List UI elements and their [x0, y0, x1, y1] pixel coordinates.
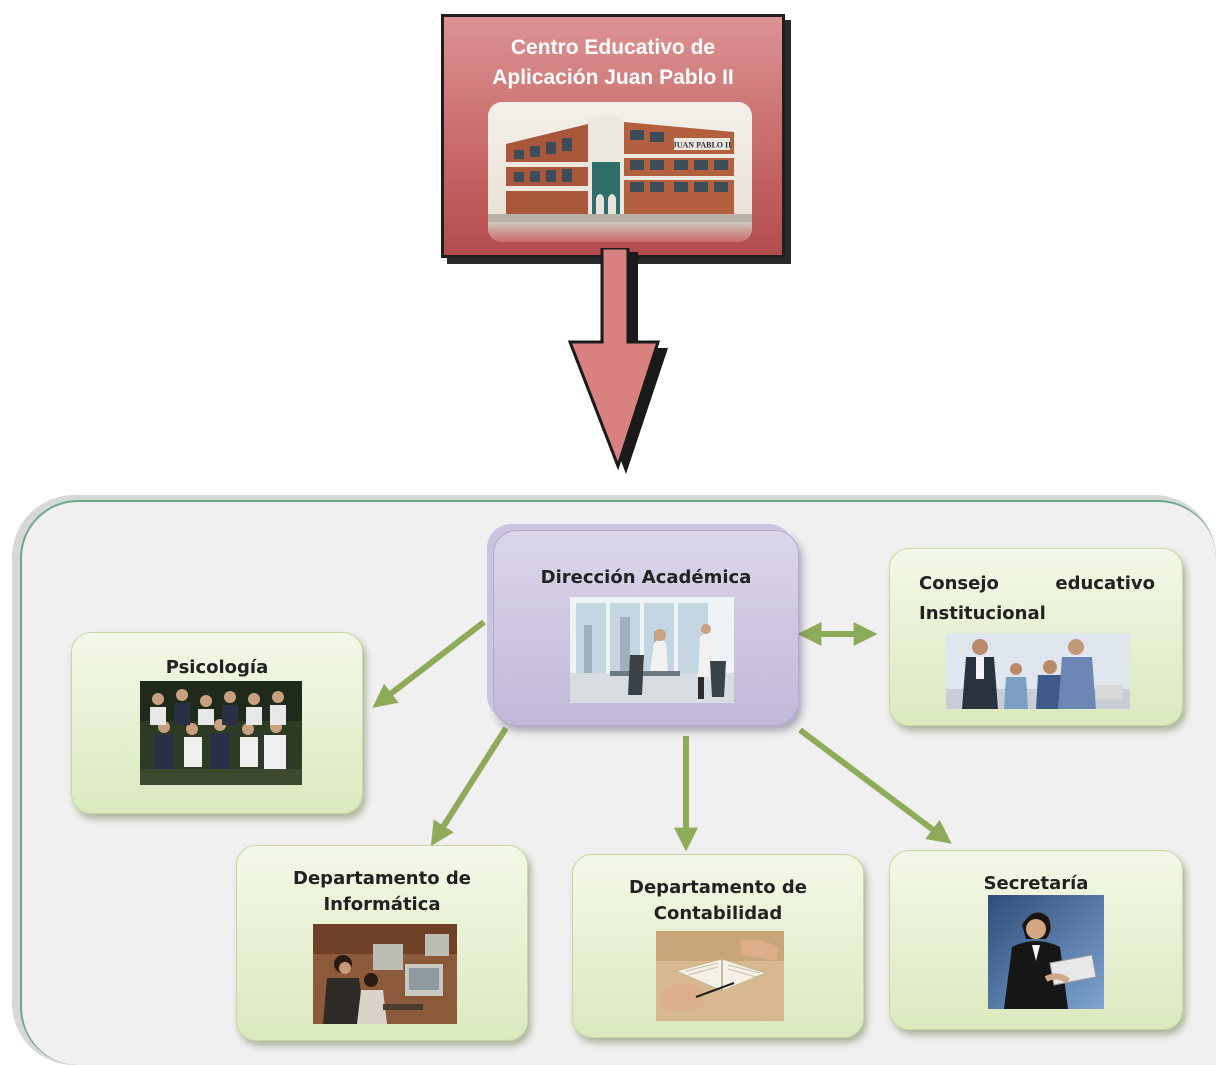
building-sign: JUAN PABLO II [673, 141, 732, 150]
node-informatica-label-line1: Departamento de [293, 868, 471, 889]
ledger-photo [656, 931, 784, 1021]
node-psicologia-label: Psicología [165, 657, 269, 678]
node-contabilidad-label: Departamento de Contabilidad [573, 875, 863, 927]
node-direccion-label: Dirección Académica [540, 567, 752, 588]
node-consejo-label: Consejo educativo Institucional [919, 569, 1155, 629]
group-photo [140, 681, 302, 785]
meeting-photo [946, 633, 1130, 709]
node-informatica-label: Departamento de Informática [237, 866, 527, 918]
node-informatica-label-line2: Informática [323, 894, 441, 915]
node-consejo-label-word2: educativo [1055, 573, 1155, 594]
node-psicologia: Psicología [71, 632, 363, 814]
institution-title-line1: Centro Educativo de [510, 36, 716, 59]
node-contabilidad-label-line2: Contabilidad [653, 903, 783, 924]
arrow-to-psicologia [372, 619, 486, 708]
node-consejo-educativo: Consejo educativo Institucional [889, 548, 1183, 726]
arrow-to-secretaria [798, 727, 952, 844]
node-contabilidad-label-line1: Departamento de [629, 877, 807, 898]
institution-title-line2: Aplicación Juan Pablo II [492, 66, 734, 89]
building-photo: JUAN PABLO II [488, 102, 752, 242]
node-secretaria-label: Secretaría [983, 873, 1089, 894]
node-secretaria: Secretaría [889, 850, 1183, 1030]
node-consejo-label-line2: Institucional [919, 603, 1046, 624]
arrow-to-informatica [430, 726, 509, 847]
office-photo [570, 597, 734, 703]
institution-box: Centro Educativo de Aplicación Juan Pabl… [441, 14, 785, 258]
secretary-photo [988, 895, 1104, 1009]
node-contabilidad: Departamento de Contabilidad [572, 854, 864, 1038]
node-informatica: Departamento de Informática [236, 845, 528, 1041]
node-consejo-label-word1: Consejo [919, 573, 999, 594]
down-arrow [567, 248, 668, 474]
computer-lab-photo [313, 924, 457, 1024]
node-direccion-academica: Dirección Académica [493, 530, 799, 726]
institution-title: Centro Educativo de Aplicación Juan Pabl… [444, 33, 782, 93]
